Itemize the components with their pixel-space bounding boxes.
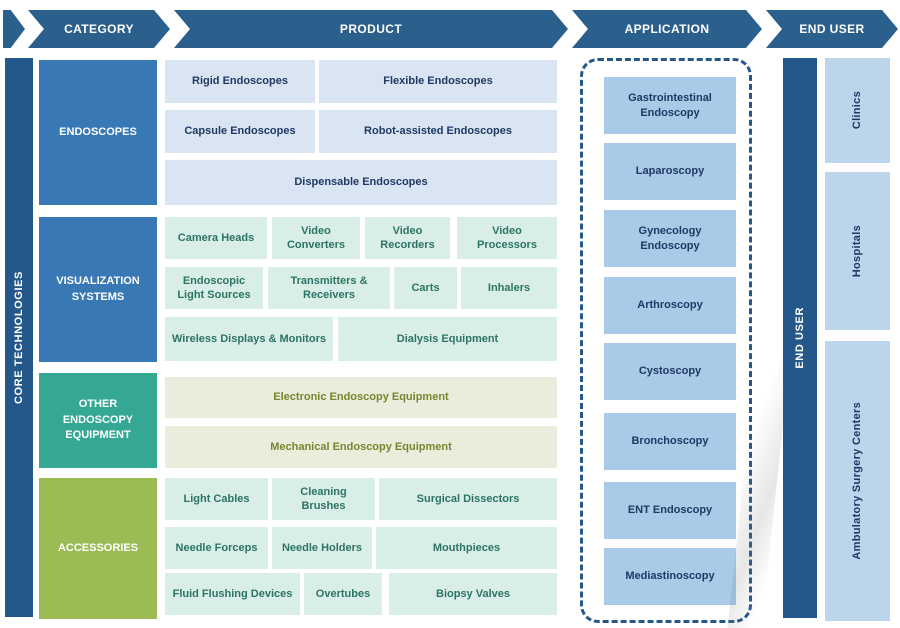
core-technologies-bar: CORE TECHNOLOGIES — [5, 58, 33, 617]
product-label: Robot-assisted Endoscopes — [364, 125, 512, 138]
product-box: Carts — [394, 267, 457, 309]
application-box: Gastrointestinal Endoscopy — [604, 77, 736, 134]
product-box: Inhalers — [461, 267, 557, 309]
product-label: Video Processors — [477, 224, 537, 251]
end-user-label: Ambulatory Surgery Centers — [851, 402, 864, 560]
product-box: Robot-assisted Endoscopes — [319, 110, 557, 153]
category-endoscopes: ENDOSCOPES — [39, 60, 157, 205]
product-box: Mechanical Endoscopy Equipment — [165, 426, 557, 468]
header-step-end-user: END USER — [766, 10, 898, 48]
application-box: ENT Endoscopy — [604, 482, 736, 539]
product-box: Wireless Displays & Monitors — [165, 317, 333, 361]
application-label: Gynecology Endoscopy — [638, 225, 702, 252]
product-label: Needle Holders — [281, 541, 363, 554]
product-label: Electronic Endoscopy Equipment — [273, 391, 449, 404]
product-box: Dispensable Endoscopes — [165, 160, 557, 205]
application-label: Arthroscopy — [637, 299, 703, 312]
header-step-label: APPLICATION — [624, 22, 710, 36]
header-step-label: PRODUCT — [339, 22, 403, 36]
application-label: Bronchoscopy — [631, 435, 709, 448]
product-label: Fluid Flushing Devices — [172, 587, 293, 600]
application-box: Laparoscopy — [604, 143, 736, 200]
product-box: Cleaning Brushes — [272, 478, 375, 520]
application-label: ENT Endoscopy — [627, 504, 713, 517]
end-user-box: Ambulatory Surgery Centers — [825, 341, 890, 621]
end-user-bar-label: END USER — [794, 307, 806, 369]
application-label: Mediastinoscopy — [625, 570, 715, 583]
application-label: Gastrointestinal Endoscopy — [628, 92, 712, 119]
product-label: Flexible Endoscopes — [383, 75, 493, 88]
product-label: Dispensable Endoscopes — [294, 176, 428, 189]
product-label: Cleaning Brushes — [300, 485, 347, 512]
end-user-box: Clinics — [825, 58, 890, 163]
header-step-product: PRODUCT — [174, 10, 568, 48]
product-box: Video Processors — [457, 217, 557, 259]
category-visualization-systems: VISUALIZATION SYSTEMS — [39, 217, 157, 362]
product-box: Rigid Endoscopes — [165, 60, 315, 103]
product-label: Video Converters — [286, 224, 346, 251]
product-label: Endoscopic Light Sources — [177, 274, 251, 301]
application-label: Laparoscopy — [635, 165, 705, 178]
product-box: Camera Heads — [165, 217, 267, 259]
product-label: Video Recorders — [380, 224, 435, 251]
product-box: Biopsy Valves — [389, 573, 557, 615]
product-label: Mechanical Endoscopy Equipment — [270, 440, 452, 453]
category-label: VISUALIZATION SYSTEMS — [56, 274, 140, 303]
product-box: Needle Holders — [272, 527, 372, 569]
product-box: Endoscopic Light Sources — [165, 267, 263, 309]
application-box: Mediastinoscopy — [604, 548, 736, 605]
category-label: ACCESSORIES — [57, 541, 139, 554]
product-box: Mouthpieces — [376, 527, 557, 569]
application-box: Arthroscopy — [604, 277, 736, 334]
product-label: Biopsy Valves — [436, 587, 510, 600]
product-box: Fluid Flushing Devices — [165, 573, 300, 615]
product-box: Video Converters — [272, 217, 360, 259]
product-box: Transmitters & Receivers — [268, 267, 390, 309]
category-other-endoscopy-equipment: OTHER ENDOSCOPY EQUIPMENT — [39, 373, 157, 468]
product-box: Needle Forceps — [165, 527, 268, 569]
product-label: Surgical Dissectors — [416, 492, 520, 505]
product-label: Wireless Displays & Monitors — [172, 332, 326, 345]
product-box: Surgical Dissectors — [379, 478, 557, 520]
product-label: Transmitters & Receivers — [290, 274, 368, 301]
core-technologies-label: CORE TECHNOLOGIES — [13, 270, 25, 405]
product-label: Mouthpieces — [432, 541, 501, 554]
product-box: Video Recorders — [365, 217, 450, 259]
product-box: Dialysis Equipment — [338, 317, 557, 361]
product-label: Needle Forceps — [175, 541, 258, 554]
application-dashed-frame — [580, 58, 752, 623]
end-user-bar: END USER — [783, 58, 817, 618]
application-box: Gynecology Endoscopy — [604, 210, 736, 267]
product-box: Flexible Endoscopes — [319, 60, 557, 103]
product-label: Inhalers — [487, 281, 531, 294]
product-box: Capsule Endoscopes — [165, 110, 315, 153]
application-box: Cystoscopy — [604, 343, 736, 400]
product-box: Overtubes — [304, 573, 382, 615]
category-label: ENDOSCOPES — [59, 125, 137, 138]
product-box: Electronic Endoscopy Equipment — [165, 377, 557, 418]
header-step-label: CATEGORY — [64, 22, 134, 36]
product-label: Capsule Endoscopes — [184, 125, 296, 138]
product-label: Camera Heads — [177, 231, 255, 244]
application-box: Bronchoscopy — [604, 413, 736, 470]
application-label: Cystoscopy — [638, 365, 702, 378]
category-label: OTHER ENDOSCOPY EQUIPMENT — [62, 397, 134, 442]
product-label: Rigid Endoscopes — [192, 75, 288, 88]
end-user-box: Hospitals — [825, 172, 890, 330]
end-user-label: Clinics — [851, 91, 864, 130]
category-accessories: ACCESSORIES — [39, 478, 157, 619]
header-step-category: CATEGORY — [28, 10, 170, 48]
product-box: Light Cables — [165, 478, 268, 520]
header-step-label: END USER — [799, 22, 865, 36]
product-label: Overtubes — [315, 587, 371, 600]
header-step-application: APPLICATION — [572, 10, 762, 48]
product-label: Carts — [411, 281, 440, 294]
end-user-label: Hospitals — [851, 224, 864, 278]
chevron-arrow-icon — [3, 10, 25, 48]
product-label: Light Cables — [183, 492, 250, 505]
product-label: Dialysis Equipment — [396, 332, 499, 345]
